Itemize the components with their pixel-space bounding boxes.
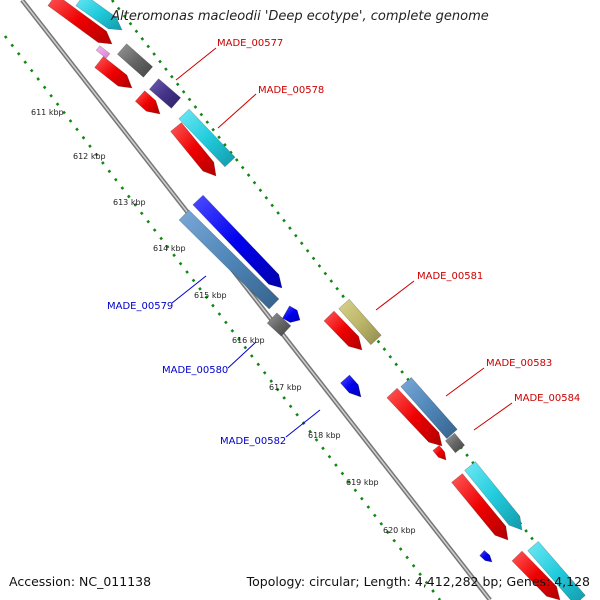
tick-label: 617 kbp bbox=[269, 383, 302, 392]
topology-text: Topology: circular; Length: 4,412,282 bp… bbox=[246, 574, 590, 589]
cds-feature-red[interactable] bbox=[323, 310, 363, 351]
leader-line bbox=[171, 275, 207, 304]
cds-feature-red[interactable] bbox=[432, 444, 447, 461]
cds-feature-red[interactable] bbox=[94, 56, 133, 89]
gene-label-made-00584[interactable]: MADE_00584 bbox=[514, 393, 580, 404]
leader-line bbox=[175, 47, 217, 81]
cds-feature-red[interactable] bbox=[451, 473, 509, 541]
feature-slateblue[interactable] bbox=[148, 78, 182, 109]
blast-feature-blue[interactable] bbox=[192, 194, 283, 289]
feature-gray[interactable] bbox=[444, 432, 466, 454]
blast-feature-cyan[interactable] bbox=[75, 0, 123, 31]
feature-khaki[interactable] bbox=[338, 298, 382, 346]
map-title: Alteromonas macleodii 'Deep ecotype', co… bbox=[111, 9, 489, 24]
tick-label: 618 kbp bbox=[308, 431, 341, 440]
feature-steelblue[interactable] bbox=[400, 376, 458, 440]
gene-label-made-00583[interactable]: MADE_00583 bbox=[486, 358, 552, 369]
blast-feature-cyan[interactable] bbox=[527, 540, 586, 600]
leader-line bbox=[473, 402, 513, 431]
gene-label-made-00582[interactable]: MADE_00582 bbox=[220, 436, 286, 447]
blast-feature-cyan[interactable] bbox=[464, 461, 523, 531]
tick-labels: 611 kbp 612 kbp 613 kbp 614 kbp 615 kbp … bbox=[31, 108, 416, 535]
tick-label: 611 kbp bbox=[31, 108, 64, 117]
leader-line bbox=[217, 93, 257, 129]
leader-line bbox=[227, 341, 257, 369]
blast-feature-blue[interactable] bbox=[479, 549, 493, 563]
gene-label-made-00578[interactable]: MADE_00578 bbox=[258, 85, 324, 96]
leader-line bbox=[285, 409, 321, 438]
label-leaders bbox=[171, 47, 513, 438]
gene-label-made-00581[interactable]: MADE_00581 bbox=[417, 271, 483, 282]
feature-steelblue[interactable] bbox=[178, 209, 280, 310]
cds-feature-red[interactable] bbox=[134, 90, 161, 115]
leader-line bbox=[445, 367, 485, 397]
gene-labels: MADE_00577 MADE_00578 MADE_00579 MADE_00… bbox=[107, 38, 580, 447]
feature-gray[interactable] bbox=[266, 312, 292, 337]
gene-label-made-00577[interactable]: MADE_00577 bbox=[217, 38, 283, 49]
leader-line bbox=[375, 280, 415, 311]
tick-label: 616 kbp bbox=[232, 336, 265, 345]
feature-gray[interactable] bbox=[116, 43, 154, 78]
feature-track bbox=[47, 0, 586, 600]
tick-label: 619 kbp bbox=[346, 478, 379, 487]
accession-text: Accession: NC_011138 bbox=[9, 574, 152, 589]
genome-backbone-highlight bbox=[21, 0, 491, 600]
cds-feature-red[interactable] bbox=[386, 387, 443, 447]
tick-label: 613 kbp bbox=[113, 198, 146, 207]
tick-label: 620 kbp bbox=[383, 526, 416, 535]
tick-label: 612 kbp bbox=[73, 152, 106, 161]
tick-label: 615 kbp bbox=[194, 291, 227, 300]
gene-label-made-00579[interactable]: MADE_00579 bbox=[107, 301, 173, 312]
gc-skew-line-inner bbox=[3, 35, 442, 600]
blast-feature-blue[interactable] bbox=[282, 305, 301, 323]
gene-label-made-00580[interactable]: MADE_00580 bbox=[162, 365, 228, 376]
cds-feature-red[interactable] bbox=[511, 550, 561, 600]
blast-feature-blue[interactable] bbox=[340, 374, 362, 398]
cds-feature-red[interactable] bbox=[170, 122, 217, 177]
feature-pink[interactable] bbox=[95, 45, 111, 59]
blast-feature-cyan[interactable] bbox=[178, 108, 236, 168]
tick-label: 614 kbp bbox=[153, 244, 186, 253]
cds-feature-red[interactable] bbox=[47, 0, 113, 45]
